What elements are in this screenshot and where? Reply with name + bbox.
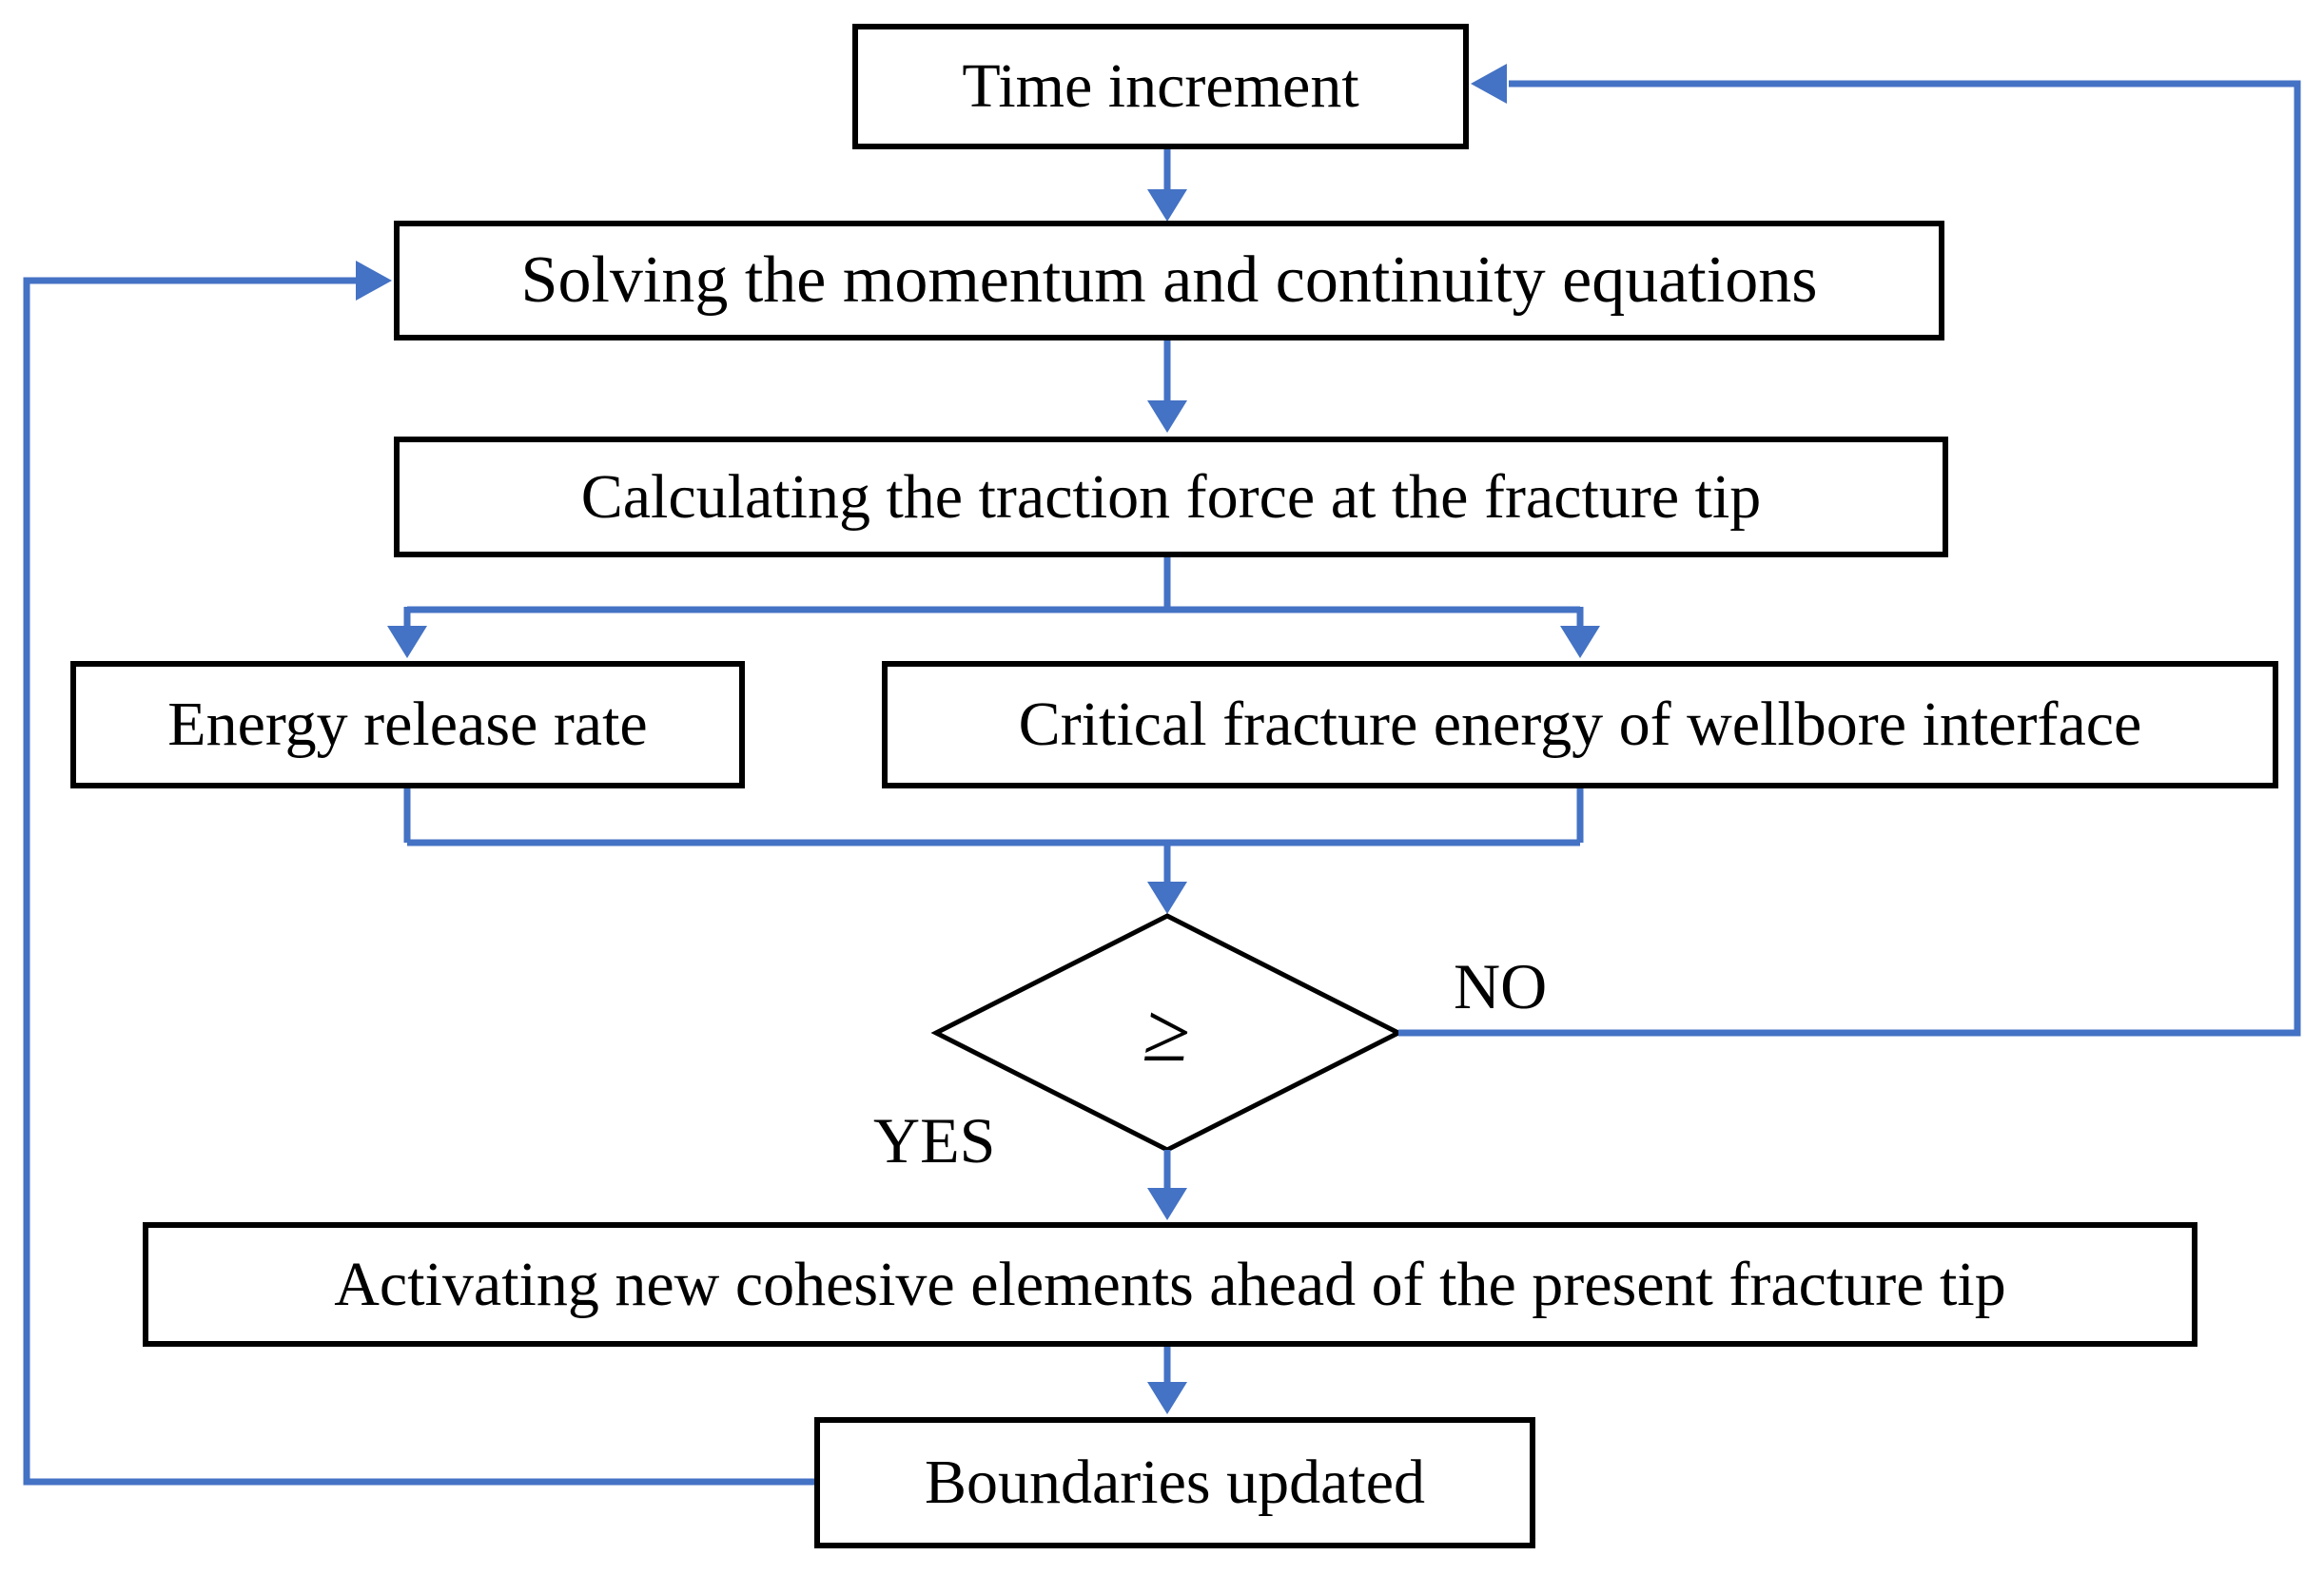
arrowhead-split-to-energy [387, 626, 427, 658]
node-calculating-traction: Calculating the traction force at the fr… [394, 437, 1948, 557]
node-activating-cohesive-elements-label: Activating new cohesive elements ahead o… [334, 1249, 2006, 1319]
node-solving-equations-label: Solving the momentum and continuity equa… [520, 243, 1818, 318]
node-time-increment-label: Time increment [962, 51, 1359, 122]
arrowhead-solving-to-traction [1147, 400, 1187, 433]
arrowhead-time-to-solving [1147, 189, 1187, 222]
node-activating-cohesive-elements: Activating new cohesive elements ahead o… [143, 1222, 2197, 1347]
node-boundaries-updated-label: Boundaries updated [924, 1448, 1426, 1518]
node-time-increment: Time increment [852, 24, 1469, 149]
arrowhead-no-loop-to-time [1471, 64, 1507, 104]
node-critical-fracture-energy-label: Critical fracture energy of wellbore int… [1018, 690, 2142, 760]
connector-merge-to-decision [403, 788, 1584, 883]
node-critical-fracture-energy: Critical fracture energy of wellbore int… [882, 661, 2278, 788]
edge-label-no: NO [1454, 950, 1548, 1022]
arrowhead-yes-to-activating [1147, 1188, 1187, 1220]
arrowhead-merge-to-decision [1147, 882, 1187, 914]
arrowhead-split-to-critical [1560, 626, 1600, 658]
arrowhead-activating-to-boundaries [1147, 1382, 1187, 1414]
node-calculating-traction-label: Calculating the traction force at the fr… [580, 461, 1762, 532]
node-solving-equations: Solving the momentum and continuity equa… [394, 221, 1944, 340]
node-energy-release-rate: Energy release rate [70, 661, 745, 788]
connector-boundaries-loop-to-solving [23, 277, 814, 1486]
connector-traction-split [403, 557, 1584, 628]
decision-operator-glyph: ≥ [1138, 986, 1197, 1079]
node-boundaries-updated: Boundaries updated [814, 1417, 1535, 1548]
arrowhead-loop-to-solving [356, 261, 392, 301]
edge-label-yes: YES [873, 1104, 996, 1176]
connector-no-loop-to-time [1398, 80, 2301, 1037]
decision-operator: ≥ [1064, 976, 1271, 1090]
node-energy-release-rate-label: Energy release rate [167, 690, 648, 760]
